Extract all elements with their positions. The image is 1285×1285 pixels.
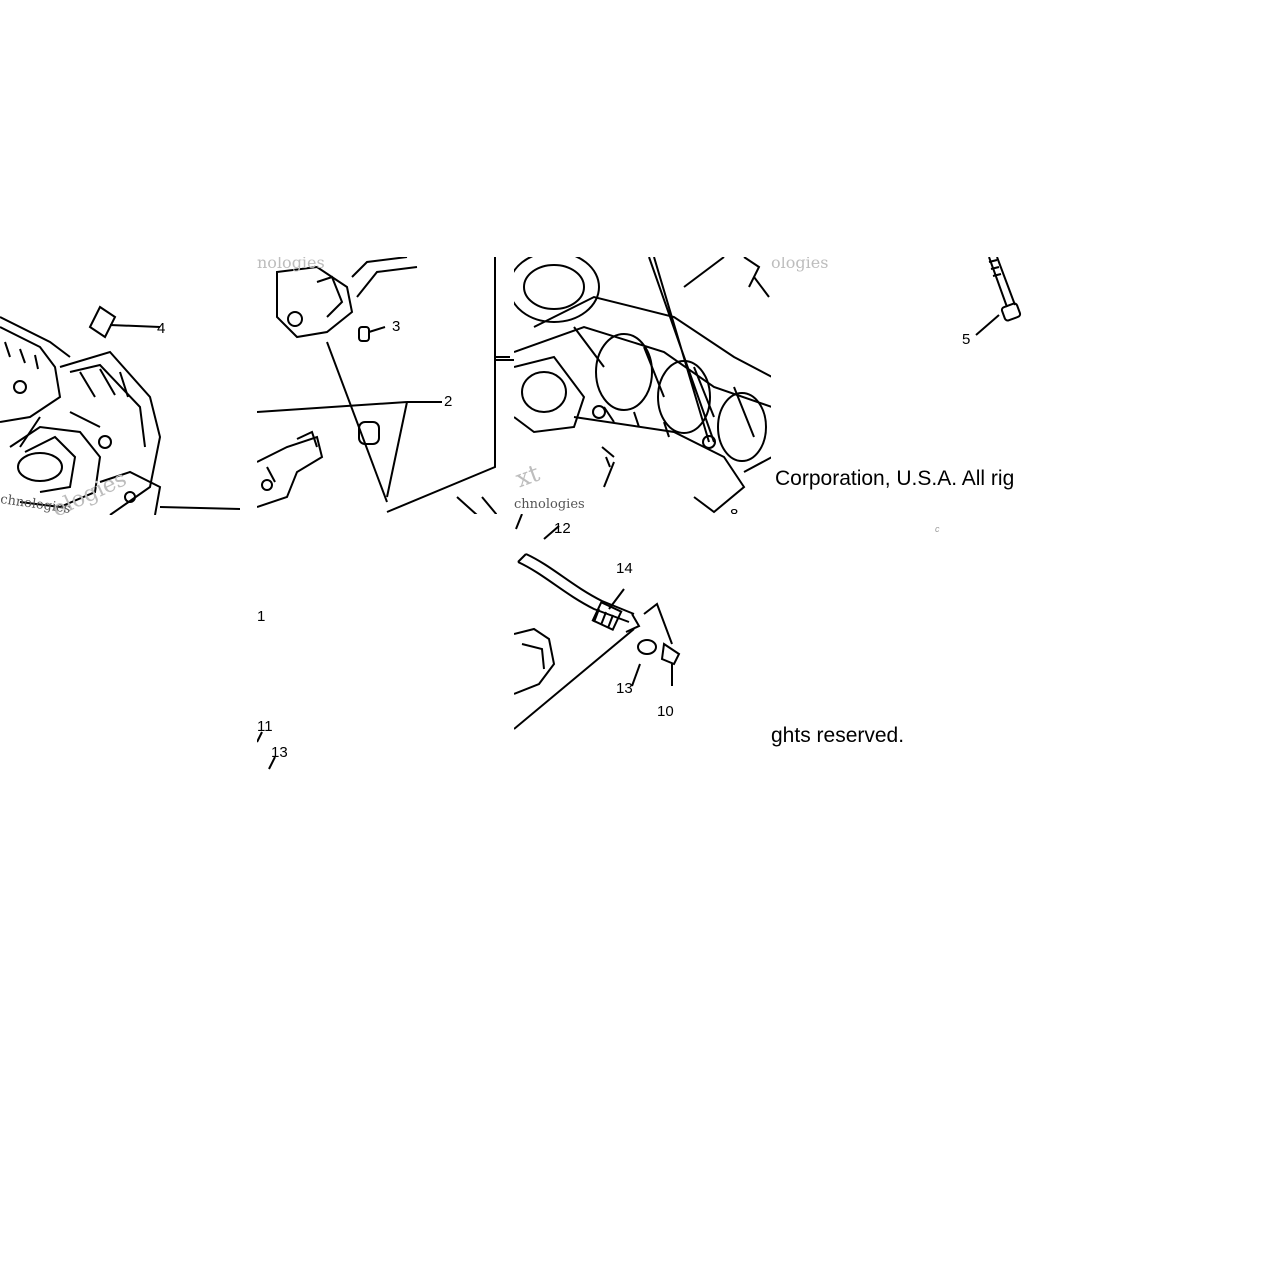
leader-connector [494,257,515,467]
diagram-tile-crankcase-journals: xt chnologies 8 [514,257,772,515]
copyright-text-line1: Corporation, U.S.A. All rig [775,467,1015,490]
watermark-text: chnologies [514,497,585,512]
diagram-tile-dowels: 3 2 nologies c [257,257,497,515]
watermark-text: ologies [771,257,829,272]
crankcase-journals-drawing [514,257,772,514]
callout-13: 13 [271,744,288,761]
breather-hose-drawing [514,514,681,730]
callout-3: 3 [392,318,401,335]
callout-11: 11 [257,718,273,735]
callout-4: 4 [157,320,166,337]
callout-10: 10 [657,703,674,720]
crankcase-left-drawing [0,305,240,515]
diagram-tile-bolt: ologies 5 Corporation, U.S.A. All rig [771,257,1029,515]
callout-1: 1 [257,608,266,625]
lower-left-drawing [257,731,276,770]
bolt-drawing [975,257,1022,336]
callout-8: 8 [730,506,739,515]
corner-mark: c [935,524,940,534]
callout-12: 12 [554,520,571,537]
callout-14: 14 [616,560,633,577]
diagram-tile-crankcase-left: 4 ologies chnologies [0,257,240,515]
dowels-drawing [257,257,497,515]
callout-5: 5 [962,331,971,348]
callout-13: 13 [616,680,633,697]
callout-2: 2 [444,393,453,410]
diagram-tile-lower-left: 1 11 13 [257,514,497,772]
diagram-tile-breather-hose: 12 14 13 10 [514,514,772,736]
watermark-text: nologies [257,257,325,272]
copyright-text-line2: ghts reserved. [771,724,905,747]
